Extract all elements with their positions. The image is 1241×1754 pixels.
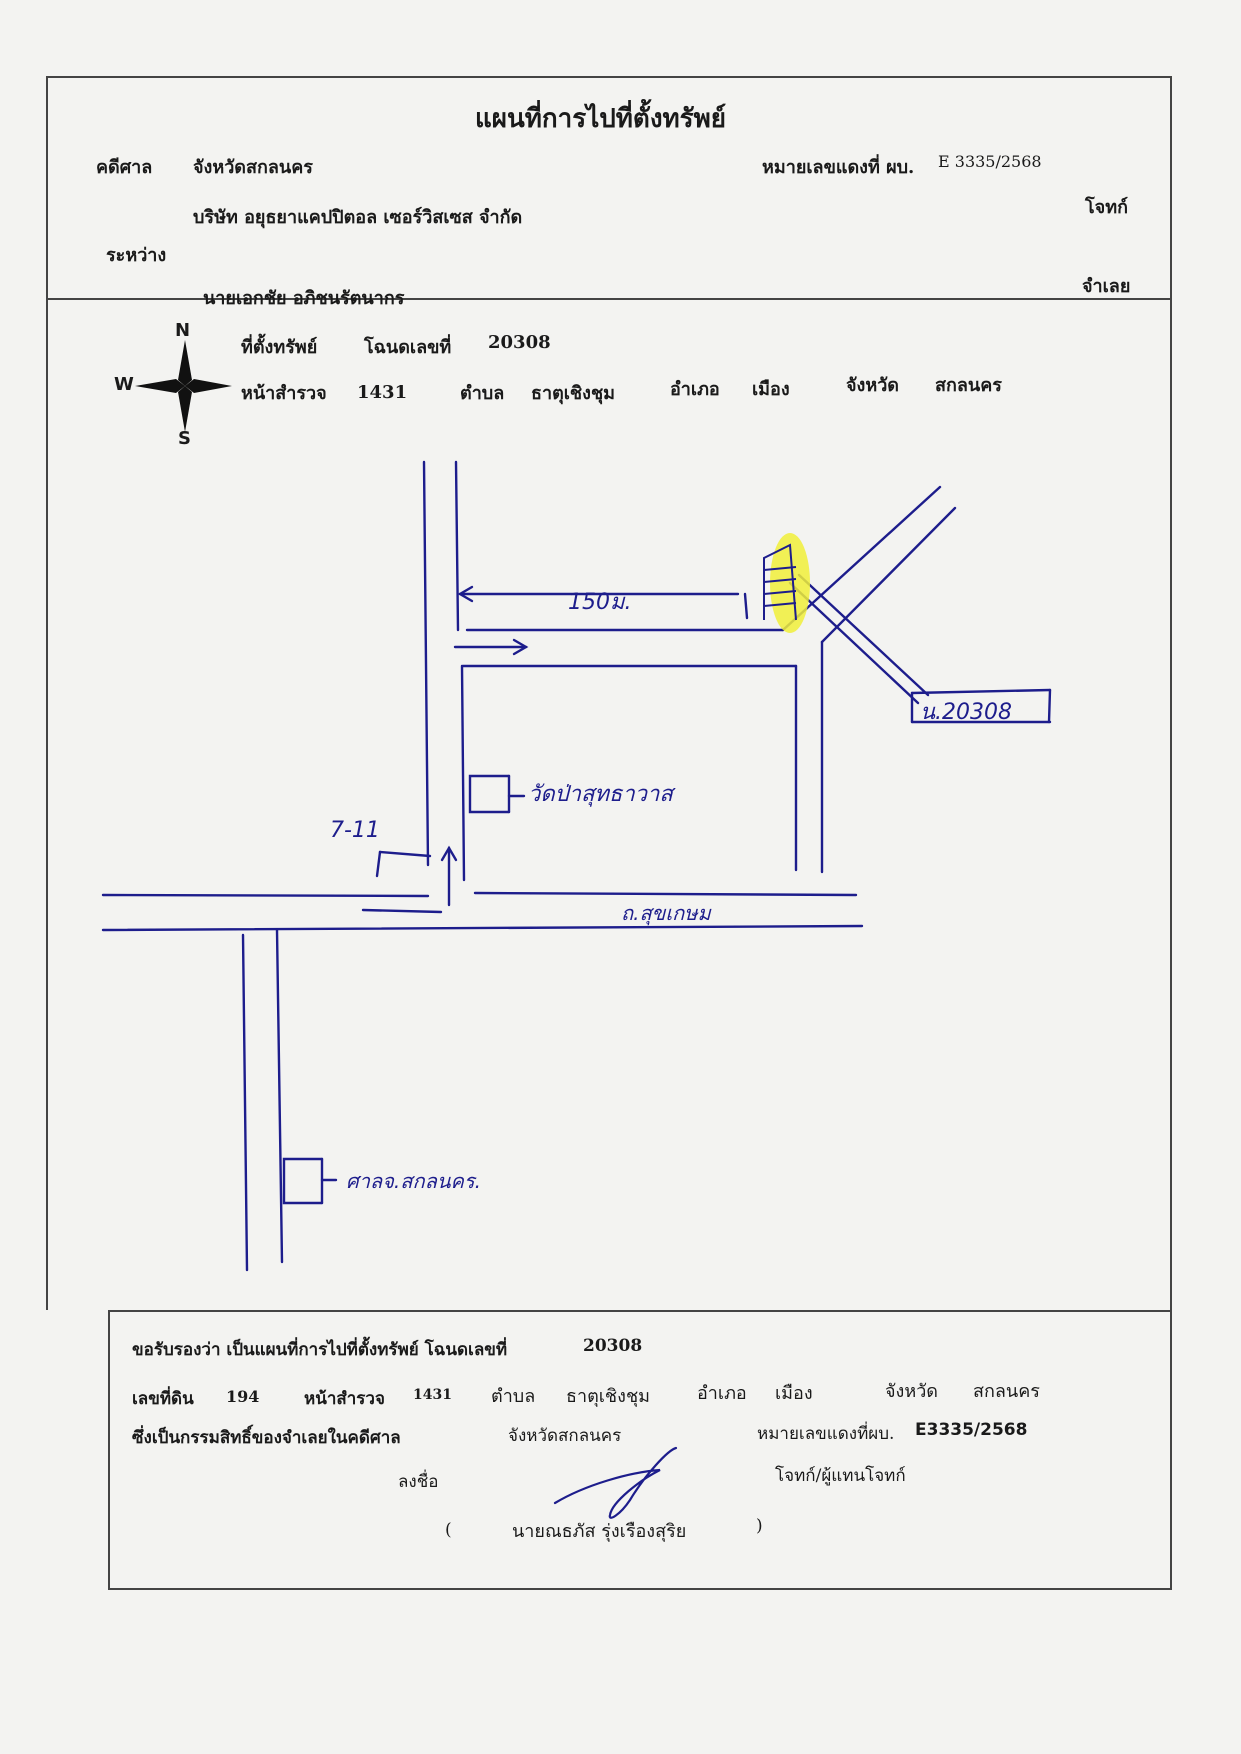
compass-west: W (114, 374, 134, 395)
main-road-bottom (101, 924, 864, 932)
cert-province-label: จังหวัด (885, 1381, 938, 1402)
deed-tag-label: น.20308 (920, 700, 1013, 725)
property-parcel (763, 533, 810, 633)
signer-paren-open: ( (445, 1520, 452, 1540)
court-name: จังหวัดสกลนคร (193, 157, 313, 178)
seven-eleven-marker (375, 850, 382, 878)
deed-number: 20308 (488, 332, 551, 353)
cert-district: เมือง (775, 1383, 813, 1404)
distance-label: 150ม. (568, 590, 632, 615)
sign-label: ลงชื่อ (398, 1472, 439, 1492)
main-road-top-right (473, 891, 858, 897)
road-name-label: ถ.สุขเกษม (621, 901, 711, 925)
diagonal-road-upper (820, 506, 957, 644)
seven-eleven-road-tick (361, 908, 443, 914)
province-label: จังหวัด (846, 375, 899, 396)
survey-label: หน้าสำรวจ (241, 383, 327, 404)
temple-box (468, 774, 511, 814)
office-label: ศาลจ.สกลนคร. (346, 1169, 481, 1193)
between-label: ระหว่าง (106, 245, 167, 266)
compass-rose-icon (135, 340, 232, 432)
certification-frame (108, 1310, 1172, 1590)
temple-label: วัดป่าสุทธาวาส (528, 782, 673, 807)
office-box (282, 1157, 324, 1205)
cert-case-label: หมายเลขแดงที่ผบ. (757, 1424, 895, 1444)
cert-case-no: E3335/2568 (915, 1420, 1028, 1440)
cert-court-name: จังหวัดสกลนคร (508, 1426, 622, 1446)
site-label: ที่ตั้งทรัพย์ (241, 337, 318, 358)
cert-subdistrict-label: ตำบล (491, 1386, 536, 1407)
cert-land-no-label: เลขที่ดิน (132, 1389, 194, 1409)
compass-south: S (178, 428, 191, 449)
defendant-name: นายเอกชัย อภิชนรัตนากร (203, 288, 405, 309)
province-name: สกลนคร (935, 375, 1002, 396)
deed-label: โฉนดเลขที่ (364, 337, 452, 358)
cert-land-no: 194 (226, 1387, 260, 1406)
vertical-road-left-edge (422, 460, 430, 867)
plaintiff-name: บริษัท อยุธยาแคปปิตอล เซอร์วิสเซส จำกัด (193, 207, 523, 228)
signer-name: นายณธภัส รุ่งเรืองสุริย (512, 1521, 687, 1542)
compass-north: N (175, 320, 191, 341)
subdistrict-name: ธาตุเชิงชุม (531, 383, 616, 404)
case-number-label: หมายเลขแดงที่ ผบ. (762, 157, 915, 178)
direction-arrow-north-head (440, 845, 458, 862)
direction-arrow-east-head (512, 638, 529, 656)
cert-subdistrict: ธาตุเชิงชุม (566, 1386, 651, 1407)
vertical-road-right-edge-lower (460, 664, 466, 882)
cert-survey-no: 1431 (413, 1387, 452, 1403)
subdistrict-label: ตำบล (460, 383, 505, 404)
case-number: E 3335/2568 (938, 152, 1042, 171)
main-road-top-left (101, 893, 430, 898)
vertical-road-right-edge-upper (454, 460, 460, 632)
map-frame (46, 298, 1172, 1310)
plaintiff-role: โจทก์ (1085, 197, 1128, 218)
cert-line1: ขอรับรองว่า เป็นแผนที่การไปที่ตั้งทรัพย์… (132, 1340, 508, 1360)
district-label: อำเภอ (670, 379, 720, 400)
survey-number: 1431 (357, 382, 408, 403)
distance-arrow-head (457, 585, 474, 603)
seven-eleven-label: 7-11 (330, 818, 380, 843)
district-name: เมือง (752, 379, 790, 400)
lower-road-right (275, 928, 284, 1264)
cert-province: สกลนคร (973, 1381, 1040, 1402)
court-label: คดีศาล (96, 157, 153, 178)
signer-paren-close: ) (756, 1516, 763, 1536)
diagonal-road-lower (781, 485, 942, 632)
header-frame (46, 76, 1172, 299)
deed-pointer (788, 581, 920, 705)
cert-deed-number: 20308 (583, 1336, 643, 1356)
signer-role: โจทก์/ผู้แทนโจทก์ (775, 1466, 906, 1486)
cert-survey-label: หน้าสำรวจ (304, 1389, 385, 1409)
road-lines (101, 460, 1052, 1272)
cert-ownership-text: ซึ่งเป็นกรรมสิทธิ์ของจำเลยในคดีศาล (132, 1428, 401, 1448)
defendant-role: จำเลย (1082, 276, 1131, 297)
distance-end-tick (743, 592, 749, 620)
cert-district-label: อำเภอ (697, 1383, 747, 1404)
lower-road-left (241, 933, 249, 1272)
document-title: แผนที่การไปที่ตั้งทรัพย์ (475, 104, 726, 134)
seven-eleven-marker-top (378, 850, 432, 858)
